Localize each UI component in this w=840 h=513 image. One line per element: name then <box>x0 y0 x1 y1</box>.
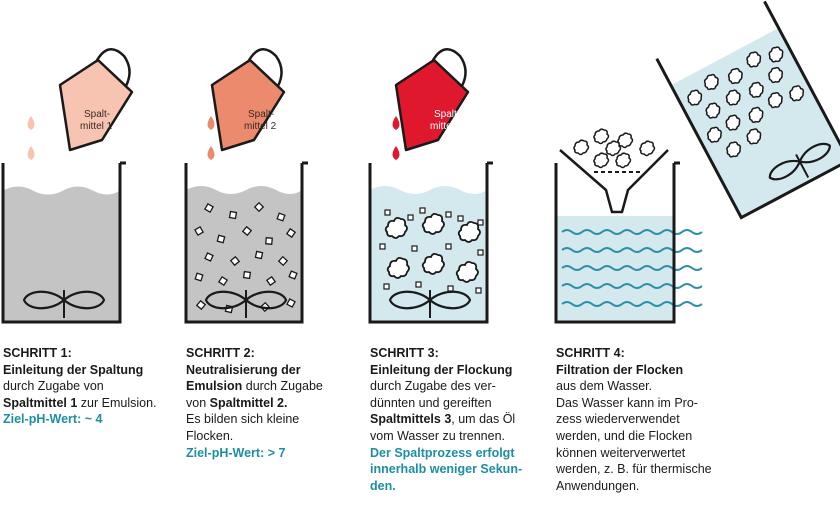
step-2-heading: Neutralisierung der <box>186 362 301 377</box>
step-1-line3-rest: zur Emulsion. <box>77 395 157 410</box>
step-2-line4: Es bilden sich kleine <box>186 412 300 427</box>
step-4-line8: Anwendungen. <box>556 478 640 493</box>
jug-spaltmittel-2: Spalt- mittel 2 <box>210 48 286 152</box>
stirrer-icon <box>22 290 106 318</box>
step-3-title: SCHRITT 3: <box>370 346 439 360</box>
step-1-text: SCHRITT 1: Einleitung der Spaltung durch… <box>3 345 178 428</box>
step-1-heading: Einleitung der Spaltung <box>3 362 144 377</box>
step-4-text: SCHRITT 4: Filtration der Flocken aus de… <box>556 345 756 494</box>
step-4-heading: Filtration der Flocken <box>556 362 684 377</box>
step-3-line3: dünnten und gereiften <box>370 395 492 410</box>
step-3-agent: Spaltmittels 3 <box>370 412 452 427</box>
jug-spaltmittel-1: Spalt- mittel 1 <box>58 48 134 152</box>
step-2-line2-rest: durch Zugabe <box>242 379 323 394</box>
step-1-line2: durch Zugabe von <box>3 379 104 394</box>
step-3-note-line3: den. <box>370 478 396 493</box>
jug-1-label-line2: mittel 1 <box>80 121 113 132</box>
step-2-line5: Flocken. <box>186 428 234 443</box>
step-4-title: SCHRITT 4: <box>556 346 625 360</box>
jug-3-label-line2: mittel 3 <box>430 121 463 132</box>
step-3-text: SCHRITT 3: Einleitung der Flockung durch… <box>370 345 550 494</box>
jug-2-label-line2: mittel 2 <box>244 121 277 132</box>
step-2-line3-pre: von <box>186 395 210 410</box>
step-4-line6: können weiterverwertet <box>556 445 686 460</box>
step-4-line7: werden, z. B. für thermische <box>556 462 712 477</box>
step-1-ph-target: Ziel-pH-Wert: ~ 4 <box>3 412 103 427</box>
step4-beaker <box>554 161 703 324</box>
jug-1-label-line1: Spalt- <box>84 109 110 120</box>
jug-3-label-line1: Spalt- <box>434 109 460 120</box>
step-1-agent: Spaltmittel 1 <box>3 395 78 410</box>
step-2-ph-target: Ziel-pH-Wert: > 7 <box>186 445 286 460</box>
step-3-line4-rest: , um das Öl <box>451 412 516 427</box>
drops-step1 <box>27 116 35 160</box>
jug-2-label-line1: Spalt- <box>248 109 274 120</box>
step-3-line2: durch Zugabe des ver- <box>370 379 496 394</box>
small-flakes <box>194 201 298 314</box>
stirrer-icon <box>768 142 831 181</box>
stirrer-icon <box>204 290 288 318</box>
step-4-line2: aus dem Wasser. <box>556 379 653 394</box>
step3-beaker <box>368 161 493 324</box>
step-2-title: SCHRITT 2: <box>186 346 255 360</box>
floc-clusters <box>379 207 484 294</box>
step-3-heading: Einleitung der Flockung <box>370 362 513 377</box>
step-2-text: SCHRITT 2: Neutralisierung der Emulsion … <box>186 345 361 461</box>
step-4-line4: zess wiederverwendet <box>556 412 680 427</box>
step-3-note-line2: innerhalb weniger Sekun- <box>370 462 523 477</box>
step-1-title: SCHRITT 1: <box>3 346 72 360</box>
step1-beaker <box>1 161 126 324</box>
filter-funnel <box>559 128 669 214</box>
tilted-beaker <box>655 0 840 220</box>
stirrer-icon <box>388 290 472 318</box>
drops-step3 <box>392 116 400 160</box>
step2-beaker <box>184 161 308 324</box>
step-2-heading-2: Emulsion <box>186 379 243 394</box>
step-3-line5: vom Wasser zu trennen. <box>370 428 506 443</box>
step-4-line3: Das Wasser kann im Pro- <box>556 395 698 410</box>
step-2-agent: Spaltmittel 2. <box>209 395 288 410</box>
drops-step2 <box>207 116 215 160</box>
process-illustration: Spalt- mittel 1 <box>1 0 840 324</box>
step-4-line5: werden, und die Flocken <box>556 428 693 443</box>
jug-spaltmittel-3: Spalt- mittel 3 <box>394 48 470 152</box>
step-3-note-line1: Der Spaltprozess erfolgt <box>370 445 515 460</box>
